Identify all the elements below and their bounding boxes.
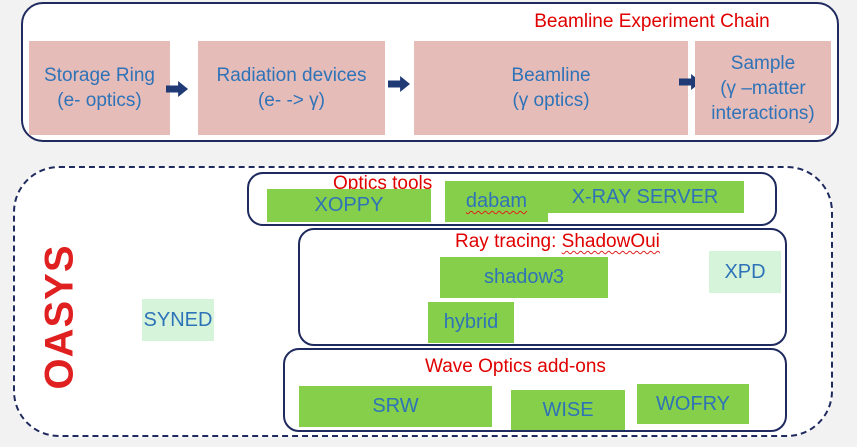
oasys-label: OASYS (38, 244, 82, 389)
stage-radiation-devices: Radiation devices (e- -> γ) (198, 41, 385, 135)
stage-beamline-name: Beamline (511, 65, 591, 86)
ray-tracing-title-name: ShadowOui (561, 231, 660, 252)
stage-storage-ring: Storage Ring (e- optics) (29, 41, 170, 135)
tool-hybrid: hybrid (428, 302, 514, 343)
wave-optics-title: Wave Optics add-ons (425, 356, 606, 377)
chain-title: Beamline Experiment Chain (534, 11, 770, 32)
synned-box: SYNED (142, 299, 214, 341)
oasys-label-text: OASYS (37, 244, 82, 390)
tool-wofry: WOFRY (637, 384, 749, 424)
stage-sample-detail-cont: interactions) (711, 102, 815, 124)
stage-storage-ring-name: Storage Ring (44, 65, 155, 86)
tool-srw: SRW (299, 386, 492, 427)
tool-xoppy: XOPPY (267, 189, 431, 222)
tool-dabam-label: dabam (465, 190, 528, 212)
stage-beamline: Beamline (γ optics) (414, 41, 688, 135)
tool-dabam: dabam (445, 181, 548, 222)
stage-beamline-detail: (γ optics) (512, 90, 590, 111)
tool-xpd: XPD (709, 251, 781, 293)
stage-sample: Sample (γ –matter interactions) (695, 41, 831, 135)
stage-radiation-devices-name: Radiation devices (216, 65, 367, 86)
optics-tools-title: Optics tools (333, 173, 433, 194)
tool-x-ray-server: X-RAY SERVER (546, 181, 744, 213)
stage-sample-detail: (γ –matter (720, 77, 806, 99)
tool-wise: WISE (511, 390, 625, 430)
ray-tracing-title-prefix: Ray tracing: (455, 231, 562, 252)
stage-storage-ring-detail: (e- optics) (57, 90, 142, 111)
stage-radiation-devices-detail: (e- -> γ) (257, 90, 325, 111)
tool-shadow3: shadow3 (440, 257, 608, 298)
ray-tracing-title: Ray tracing: ShadowOui (455, 231, 660, 253)
stage-sample-name: Sample (730, 52, 796, 74)
